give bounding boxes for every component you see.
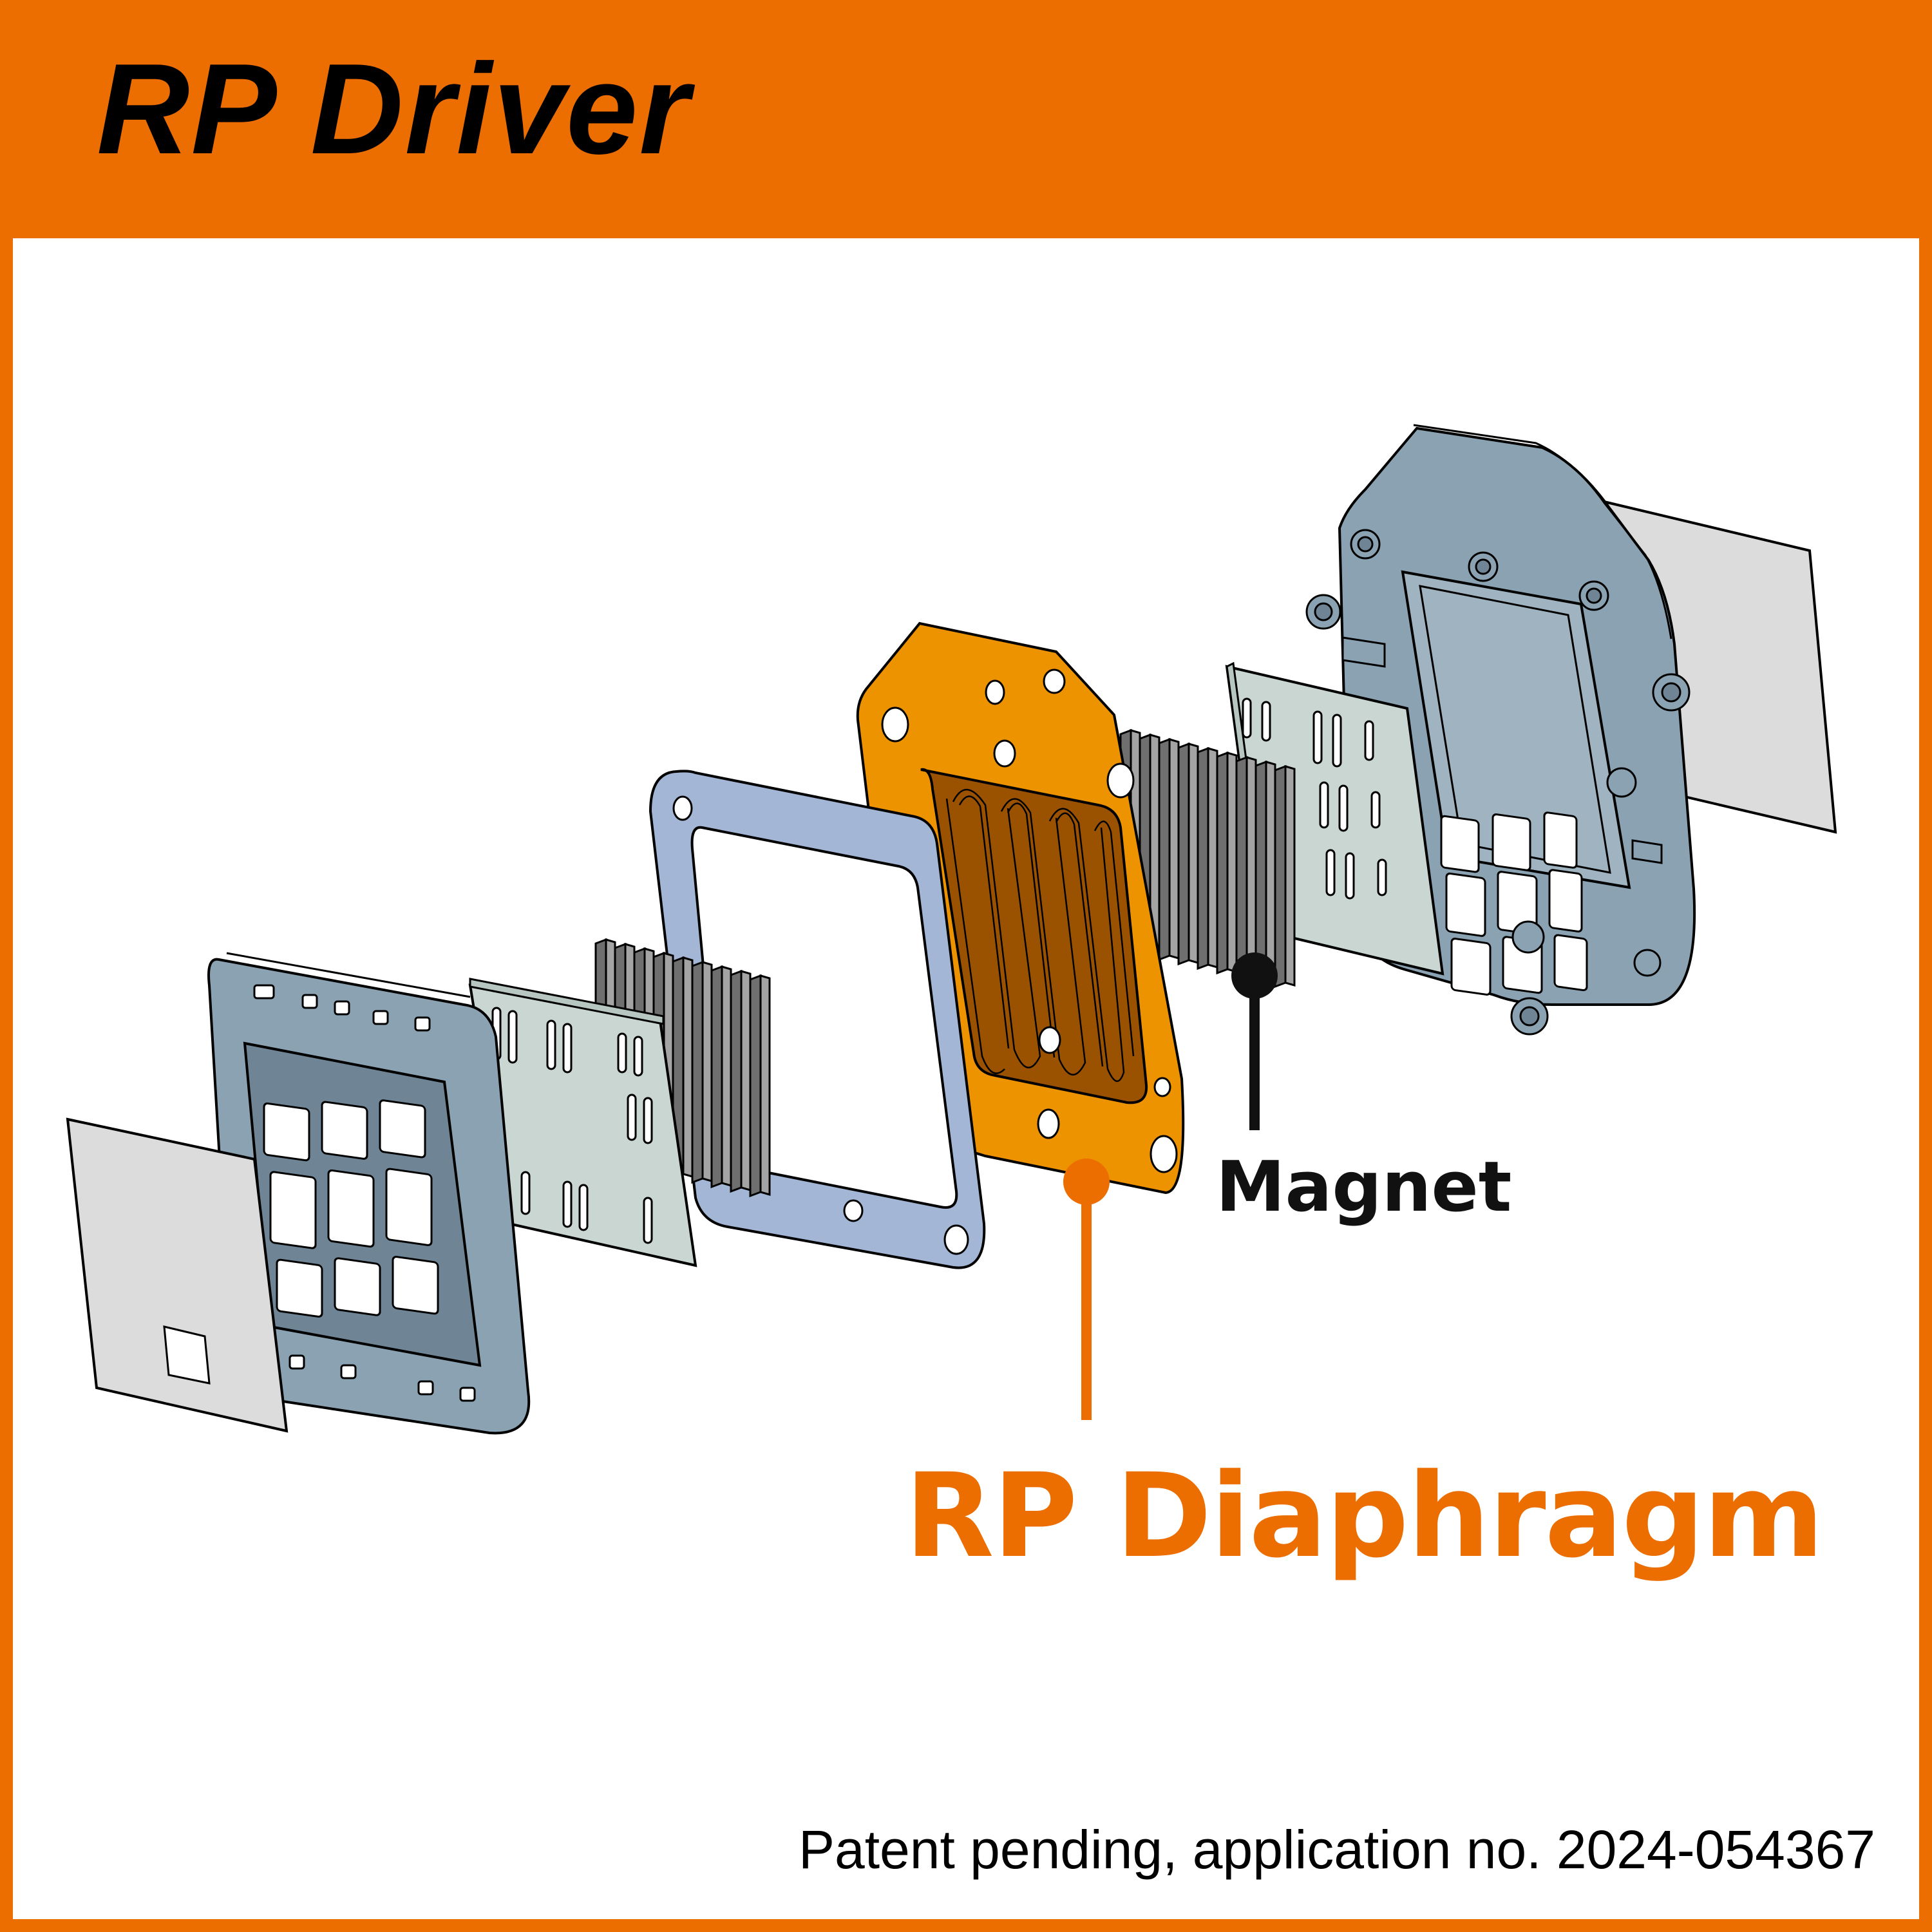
magnet-callout <box>1231 952 1278 1130</box>
title-bar: RP Driver <box>0 0 1932 238</box>
diaphragm-callout <box>1063 1159 1110 1420</box>
page-title: RP Driver <box>97 37 691 181</box>
front-plate <box>468 978 697 1267</box>
rp-diaphragm <box>856 621 1185 1195</box>
magnet-label: Magnet <box>1216 1147 1512 1227</box>
patent-notice: Patent pending, application no. 2024-054… <box>798 1819 1875 1880</box>
diaphragm-label: RP Diaphragm <box>905 1449 1824 1584</box>
front-cover-sheet <box>66 1117 289 1433</box>
front-frame <box>207 952 531 1435</box>
